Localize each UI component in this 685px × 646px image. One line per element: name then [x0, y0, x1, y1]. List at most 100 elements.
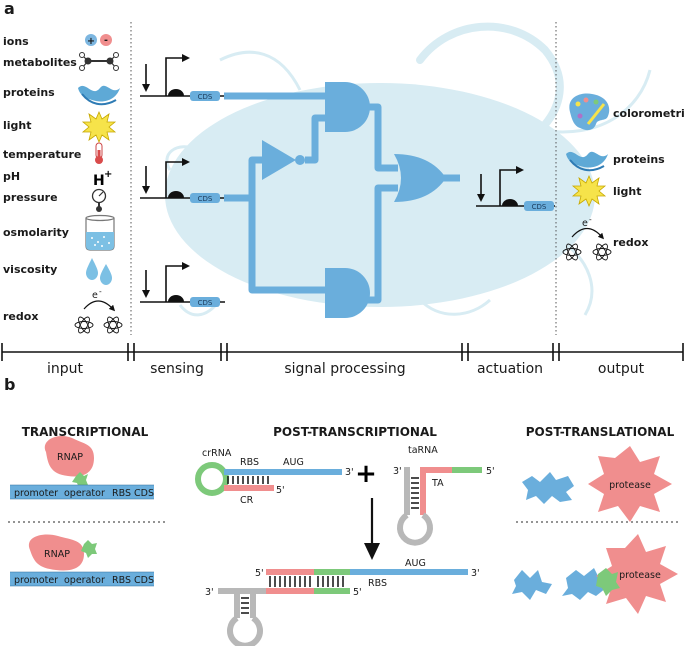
input-metabolites: metabolites — [3, 56, 77, 69]
output-light-icon — [571, 174, 607, 208]
sensing-promoter-top: CDS — [140, 54, 225, 101]
svg-text:CDS: CDS — [198, 299, 213, 307]
svg-text:3': 3' — [393, 466, 402, 477]
sun-light-icon — [81, 110, 117, 144]
transcriptional-title: TRANSCRIPTIONAL — [22, 425, 149, 439]
input-redox: redox — [3, 310, 38, 323]
transcriptional-dna-bottom: promoter operator RBS CDS — [10, 571, 154, 587]
svg-text:operator: operator — [64, 488, 105, 499]
output-proteins: proteins — [613, 153, 665, 166]
tarna-structure: taRNA 3' 5' TA — [393, 445, 495, 546]
svg-text:e: e — [92, 290, 98, 301]
svg-text:+: + — [87, 36, 95, 47]
svg-text:5': 5' — [255, 568, 264, 579]
output-redox: redox — [613, 236, 648, 249]
palette-icon — [569, 93, 610, 131]
output-light: light — [613, 185, 642, 198]
svg-text:e: e — [582, 218, 588, 229]
svg-text:RBS: RBS — [112, 575, 131, 586]
svg-text:H: H — [93, 173, 105, 189]
cleaved-protein-fragment-1 — [512, 570, 552, 600]
stage-output: output — [598, 361, 645, 377]
svg-text:operator: operator — [64, 575, 105, 586]
output-protein-icon — [566, 151, 608, 172]
svg-text:protease: protease — [619, 570, 661, 581]
svg-text:AUG: AUG — [283, 457, 304, 468]
and-gate-top — [325, 82, 370, 132]
sensing-promoter-middle: CDS — [140, 158, 225, 203]
svg-text:protease: protease — [609, 480, 651, 491]
sensing-promoter-bottom: CDS — [140, 262, 225, 307]
svg-text:-: - — [99, 287, 102, 296]
transcriptional-bound-rnap: RNAP — [44, 435, 94, 488]
ph-symbol: H + — [93, 169, 112, 189]
svg-text:RBS: RBS — [240, 457, 259, 468]
panel-a-label: a — [4, 0, 15, 18]
not-gate — [262, 140, 305, 180]
svg-text:AUG: AUG — [405, 558, 426, 569]
plus-sign: + — [355, 459, 377, 489]
input-ph: pH — [3, 170, 20, 183]
output-colorometric: colorometric — [613, 107, 685, 120]
svg-text:TA: TA — [431, 478, 444, 489]
and-gate-bottom — [325, 268, 370, 318]
stage-axis — [1, 343, 684, 361]
input-light: light — [3, 119, 32, 132]
osmolarity-beaker-icon — [85, 214, 115, 251]
svg-text:CR: CR — [240, 495, 254, 506]
svg-text:-: - — [589, 215, 592, 224]
input-viscosity: viscosity — [3, 263, 57, 276]
ions-icon: + - — [85, 34, 112, 47]
crrna-structure: crRNA RBS AUG 3' 5' CR — [195, 448, 354, 506]
input-temperature: temperature — [3, 148, 81, 161]
svg-text:CDS: CDS — [198, 93, 213, 101]
protease-bottom: protease — [596, 534, 678, 614]
input-ions: ions — [3, 35, 29, 48]
panel-b-label: b — [4, 375, 15, 394]
or-gate — [394, 154, 446, 202]
svg-text:RNAP: RNAP — [57, 452, 83, 463]
svg-text:3': 3' — [205, 587, 214, 598]
svg-text:RNAP: RNAP — [44, 549, 70, 560]
thermometer-icon — [95, 142, 103, 164]
svg-text:CDS: CDS — [134, 488, 154, 499]
svg-text:RBS: RBS — [368, 578, 387, 589]
transcriptional-dna-top: promoter operator RBS CDS — [10, 484, 154, 500]
svg-text:CDS: CDS — [198, 195, 213, 203]
transcriptional-blocked-rnap: RNAP — [28, 534, 97, 571]
svg-text:+: + — [104, 169, 112, 180]
protease-top: protease — [588, 446, 672, 522]
svg-text:-: - — [104, 35, 108, 46]
svg-text:promoter: promoter — [14, 488, 58, 499]
actuation-promoter: CDS — [476, 166, 555, 211]
svg-text:CDS: CDS — [134, 575, 154, 586]
svg-text:5': 5' — [353, 587, 362, 598]
svg-text:RBS: RBS — [112, 488, 131, 499]
svg-text:taRNA: taRNA — [408, 445, 438, 456]
stage-signal-processing: signal processing — [284, 361, 405, 377]
post-translational-title: POST-TRANSLATIONAL — [526, 425, 675, 439]
stage-input: input — [47, 361, 84, 377]
protein-ribbon-icon — [78, 85, 120, 106]
svg-text:CDS: CDS — [532, 203, 547, 211]
stage-actuation: actuation — [477, 361, 543, 377]
svg-text:3': 3' — [345, 467, 354, 478]
svg-text:3': 3' — [471, 568, 480, 579]
input-osmolarity: osmolarity — [3, 226, 69, 239]
svg-text:5': 5' — [486, 466, 495, 477]
svg-text:5': 5' — [276, 485, 285, 496]
logic-circuit — [224, 92, 460, 304]
pressure-gauge-icon — [91, 188, 107, 212]
viscosity-drops-icon — [86, 258, 112, 285]
cleaved-protein-fragment-2 — [562, 568, 606, 600]
metabolite-molecule-icon — [79, 52, 119, 71]
output-redox-icon: e - — [562, 215, 612, 261]
post-transcriptional-title: POST-TRANSCRIPTIONAL — [273, 425, 437, 439]
stage-sensing: sensing — [150, 361, 204, 377]
svg-text:promoter: promoter — [14, 575, 58, 586]
input-list: ions metabolites proteins light temperat… — [3, 35, 81, 323]
input-pressure: pressure — [3, 191, 58, 204]
intact-substrate-protein — [522, 472, 574, 504]
redox-atoms-icon: e - — [74, 287, 123, 334]
